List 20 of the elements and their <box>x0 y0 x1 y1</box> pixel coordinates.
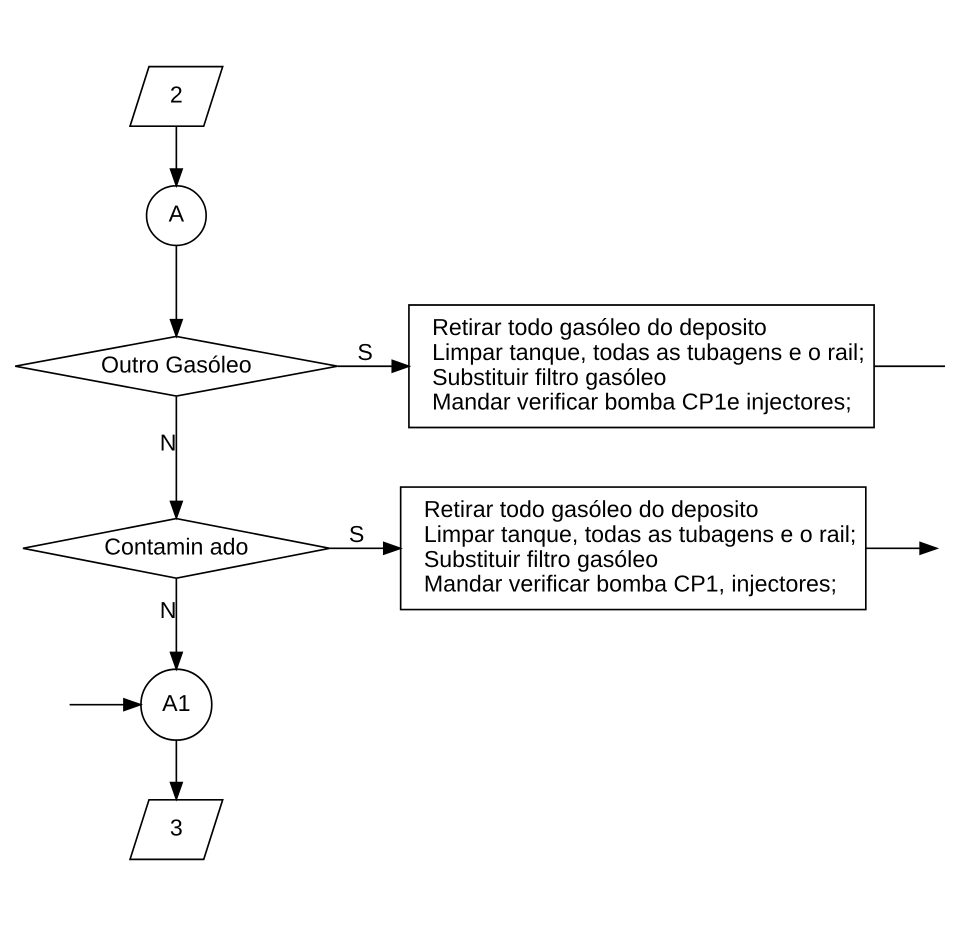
connector <box>874 364 945 367</box>
arrow <box>70 697 143 712</box>
edge-label: N <box>160 429 176 456</box>
arrow <box>169 245 184 338</box>
edge-label: S <box>348 520 364 547</box>
edge-label: S <box>357 338 373 364</box>
edge-label: N <box>160 596 176 622</box>
arrow <box>338 358 412 373</box>
arrow <box>866 540 940 555</box>
node-box: Retirar todo gasóleo do deposito Limpar tanque, todas as tubagens e o rail; Substituir filtro gasóleo Mandar verificar bomba CP1, injectores; <box>400 486 867 610</box>
arrow <box>169 578 184 672</box>
node-box: Retirar todo gasóleo do deposito Limpar tanque, todas as tubagens e o rail; Substituir filtro gasóleo Mandar verificar bomba CP1e injectores; <box>408 304 875 428</box>
node-diamond: Outro Gasóleo <box>14 335 338 396</box>
node-diamond: Contamin ado <box>22 517 331 578</box>
node-circle: A1 <box>140 668 213 740</box>
arrow <box>169 740 184 802</box>
arrow <box>330 540 403 555</box>
arrow <box>169 396 184 520</box>
node-circle: A <box>146 184 207 246</box>
arrow <box>169 126 184 188</box>
